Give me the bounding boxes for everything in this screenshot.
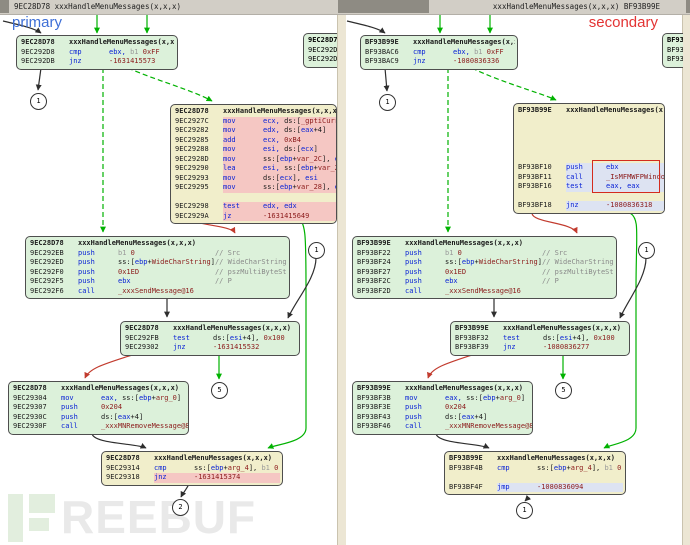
freebuf-logo-f-mark — [29, 494, 55, 542]
primary-panel-titlebar: 9EC28D78 xxxHandleMenuMessages(x,x,x) — [0, 0, 345, 15]
titlebar-scroll-thumb[interactable] — [345, 0, 429, 13]
secondary-panel-titlebar: xxxHandleMenuMessages(x,x,x) BF93B99E — [345, 0, 690, 15]
edge-label-node[interactable]: 5 — [555, 382, 572, 399]
edge-secondary-entry-black — [346, 20, 386, 34]
edge-label-node[interactable]: 1 — [516, 502, 533, 519]
secondary-label: secondary — [588, 14, 658, 31]
secondary-panel-scrollbar[interactable] — [682, 14, 690, 545]
freebuf-watermark: REEBUF — [8, 494, 256, 542]
edge-s-circle1-to-b4 — [619, 257, 647, 319]
titlebar-divider — [338, 0, 345, 13]
primary-label: primary — [12, 14, 63, 31]
basic-block-secondary-diff-blue[interactable]: BF93B99ExxxHandleMenuMessages(x,x,x)BF93… — [513, 103, 665, 214]
edge-s-b2-to-b3-red — [531, 212, 578, 234]
edge-p-a4-to-a5-red — [84, 352, 139, 379]
edge-p-circle1-to-a4 — [287, 257, 317, 319]
primary-panel-title: 9EC28D78 xxxHandleMenuMessages(x,x,x) — [14, 2, 182, 11]
edge-label-node[interactable]: 1 — [638, 242, 655, 259]
titlebar-corner — [686, 0, 690, 13]
edge-s-b4-to-b5-red — [427, 352, 479, 379]
edge-label-node[interactable]: 5 — [211, 382, 228, 399]
basic-block-secondary-clipped[interactable]: BF93B99EBF93BFBF93BF — [662, 33, 683, 68]
edge-label-node[interactable]: 2 — [172, 499, 189, 516]
secondary-panel-title: xxxHandleMenuMessages(x,x,x) BF93B99E — [492, 2, 660, 11]
edge-label-node[interactable]: 1 — [379, 94, 396, 111]
edge-s-b6-to-circle1 — [524, 495, 531, 502]
basic-block-secondary-entry[interactable]: BF93B99ExxxHandleMenuMessages(x,x,x)BF93… — [360, 35, 518, 70]
basic-block-primary-clipped[interactable]: 9EC28D789EC292D89EC292DB — [303, 33, 337, 68]
freebuf-logo-bar — [8, 494, 23, 542]
titlebar-corner — [0, 0, 9, 13]
freebuf-watermark-text: REEBUF — [61, 491, 257, 543]
basic-block-primary-entry[interactable]: 9EC28D78xxxHandleMenuMessages(x,x,x)9EC2… — [16, 35, 178, 70]
edge-p-a1-to-circle1 — [35, 67, 42, 91]
primary-panel-scrollbar[interactable] — [337, 14, 346, 545]
edge-s-b1-to-circle1 — [383, 67, 390, 92]
edge-p-a5-to-a6 — [91, 432, 147, 449]
edge-s-b1-to-b2-dashed — [471, 67, 557, 101]
edge-label-node[interactable]: 1 — [30, 93, 47, 110]
edge-p-a1-to-a2-dashed — [127, 67, 213, 102]
edge-s-b5-to-b6 — [435, 432, 490, 449]
edge-label-node[interactable]: 1 — [308, 242, 325, 259]
